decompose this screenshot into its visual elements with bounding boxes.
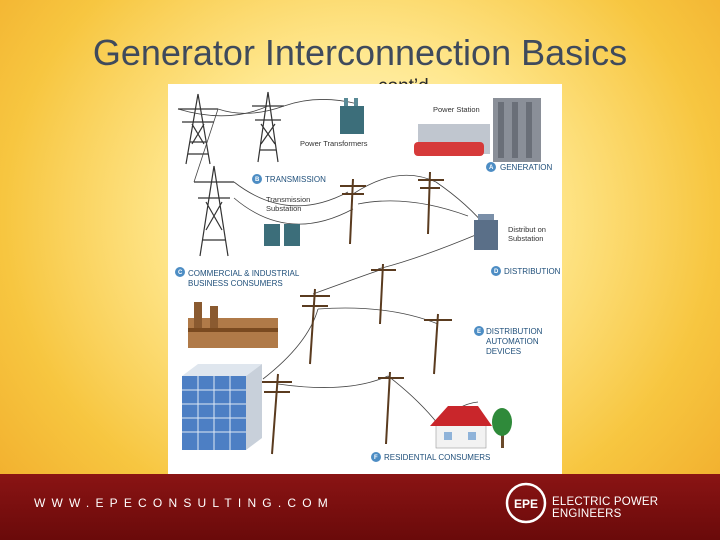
tree-icon xyxy=(492,408,512,448)
power-grid-diagram: Power Station Power Transformers A GENER… xyxy=(168,84,562,474)
transmission-tower-icon xyxy=(178,93,218,165)
factory-icon xyxy=(188,302,278,348)
power-station-icon xyxy=(414,98,541,162)
distribution-substation-icon xyxy=(474,214,498,250)
footer-url[interactable]: WWW.EPECONSULTING.COM xyxy=(34,496,334,510)
label-transmission: TRANSMISSION xyxy=(265,175,326,184)
badge-d xyxy=(491,266,501,276)
footer-bar: WWW.EPECONSULTING.COM EPE ELECTRIC POWER… xyxy=(0,474,720,540)
label-power-station: Power Station xyxy=(433,105,480,114)
label-transmission-substation-1: Transmission xyxy=(266,195,310,204)
label-dad-1: DISTRIBUTION xyxy=(486,327,543,336)
epe-logo-icon: EPE xyxy=(505,482,547,524)
badge-b xyxy=(252,174,262,184)
label-transmission-substation-2: Substation xyxy=(266,204,301,213)
label-distribution: DISTRIBUTION xyxy=(504,267,561,276)
badge-a xyxy=(486,162,496,172)
power-pole-icon xyxy=(262,171,452,455)
epe-logo-text: EPE xyxy=(514,497,538,511)
label-residential: RESIDENTIAL CONSUMERS xyxy=(384,453,490,462)
office-building-icon xyxy=(182,364,262,450)
badge-c xyxy=(175,267,185,277)
badge-d-text: D xyxy=(494,269,499,275)
house-icon xyxy=(430,406,492,449)
power-grid-illustration: Power Station Power Transformers A GENER… xyxy=(175,91,561,462)
label-commercial-1: COMMERCIAL & INDUSTRIAL xyxy=(188,269,300,278)
transmission-tower-icon xyxy=(194,165,234,257)
slide-title: Generator Interconnection Basics xyxy=(92,32,628,73)
transmission-substation-icon xyxy=(264,224,300,246)
label-commercial-2: BUSINESS CONSUMERS xyxy=(188,279,283,288)
badge-a-text: A xyxy=(489,165,494,171)
label-power-transformers: Power Transformers xyxy=(300,139,368,148)
badge-f-text: F xyxy=(374,455,378,461)
badge-b-text: B xyxy=(255,177,260,183)
transmission-tower-icon xyxy=(252,91,284,163)
company-name: ELECTRIC POWER ENGINEERS xyxy=(552,496,659,520)
badge-f xyxy=(371,452,381,462)
badge-e xyxy=(474,326,484,336)
label-generation: GENERATION xyxy=(500,163,553,172)
label-distribution-substation-2: Substation xyxy=(508,234,543,243)
label-dad-3: DEVICES xyxy=(486,347,521,356)
power-transformer-icon xyxy=(340,98,364,134)
badge-e-text: E xyxy=(477,329,481,335)
label-dad-2: AUTOMATION xyxy=(486,337,539,346)
label-distribution-substation-1: Distribut on xyxy=(508,225,546,234)
badge-c-text: C xyxy=(178,270,183,276)
